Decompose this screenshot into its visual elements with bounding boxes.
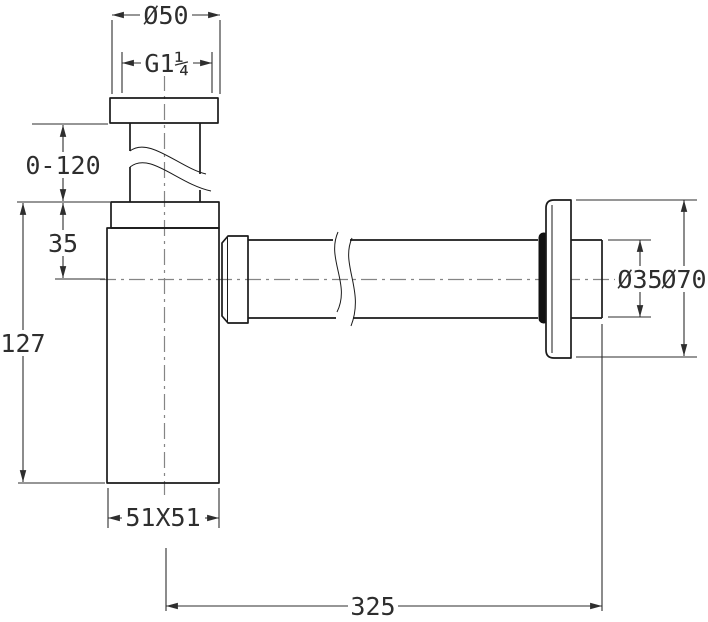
centerlines [100, 75, 616, 495]
extension-lines [17, 20, 697, 611]
inlet-flange [109, 97, 219, 124]
wall-flange [545, 199, 572, 359]
break-curve-upper [129, 146, 207, 175]
break-curve-left [334, 231, 342, 313]
dim-label-pipe-diameter: Ø35 [617, 265, 662, 294]
dim-label-adjustable-range: 0-120 [25, 151, 100, 180]
dim-label-top-diameter: Ø50 [143, 1, 188, 30]
dim-label-thread: G1¼ [144, 49, 189, 78]
trap-body [106, 227, 220, 484]
dim-label-flange-diameter: Ø70 [661, 265, 706, 294]
break-curve-lower [129, 162, 212, 192]
dim-label-inlet-to-center: 35 [48, 229, 78, 258]
outlet-pipe [248, 231, 538, 327]
break-curve-right [348, 237, 356, 327]
inlet-tube [129, 123, 212, 202]
pipe-stub [571, 239, 603, 319]
trap-geometry [106, 97, 603, 484]
outlet-nut [221, 235, 249, 324]
dim-label-body-section: 51X51 [125, 503, 200, 532]
dim-label-overall-length: 325 [350, 592, 395, 621]
dim-label-body-height: 127 [0, 329, 45, 358]
